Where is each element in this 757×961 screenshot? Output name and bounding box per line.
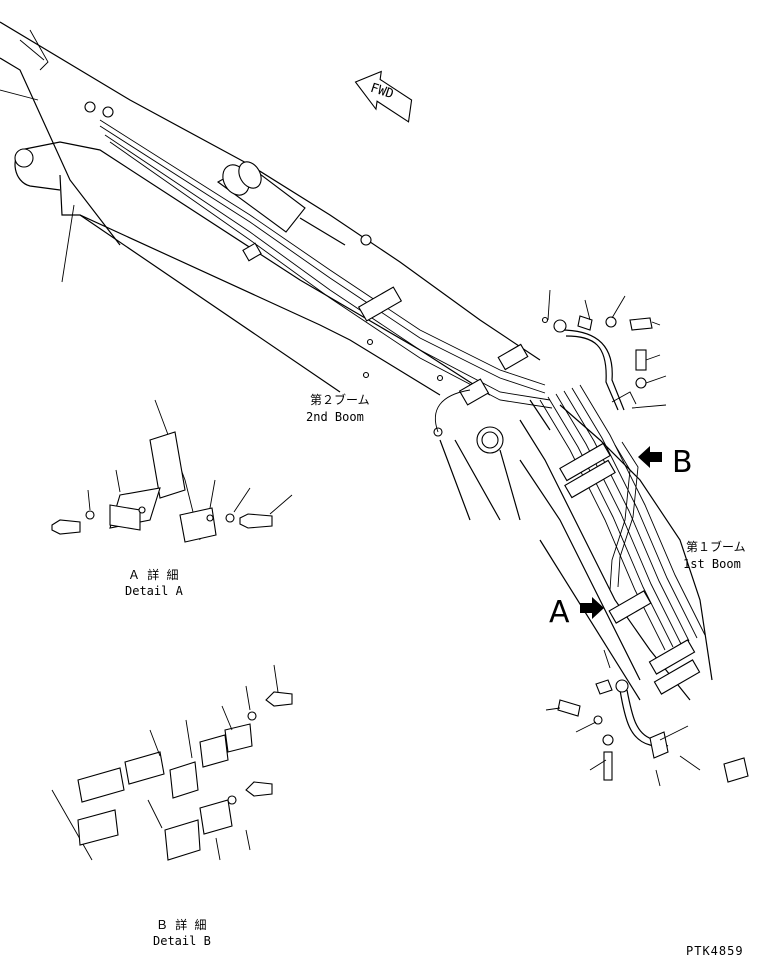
pivot-pin (433, 389, 521, 521)
boom-cylinder (216, 161, 346, 246)
first-boom-pipes (539, 384, 706, 651)
line-clamps (84, 101, 529, 406)
second-boom-body (0, 21, 541, 396)
fwd-arrow (354, 70, 413, 123)
second-boom-label-ja: 第２ブーム (310, 393, 370, 407)
first-boom-label-ja: 第１ブーム (686, 540, 746, 554)
first-boom-label-en: 1st Boom (683, 557, 741, 571)
detail-b-title-en: Detail B (153, 934, 211, 948)
detail-a-drawing (51, 399, 293, 543)
detail-b-title-ja: Ｂ 詳 細 (156, 918, 207, 932)
second-boom-label-en: 2nd Boom (306, 410, 364, 424)
detail-a-title-ja: Ａ 詳 細 (128, 568, 179, 582)
callout-a-arrow (580, 597, 604, 619)
drawing-code: PTK4859 (686, 944, 744, 958)
detail-b-drawing (51, 664, 293, 861)
hydraulic-lines-upper (99, 119, 553, 409)
callout-b-arrow (638, 446, 662, 468)
upper-hose-assembly (547, 289, 667, 411)
callout-b-label: B (672, 445, 693, 480)
plate-holes (362, 316, 549, 382)
callout-a-label: A (549, 595, 570, 630)
detail-a-title-en: Detail A (125, 584, 183, 598)
lower-hose-assembly (545, 649, 749, 787)
first-boom-clamps (559, 442, 701, 695)
